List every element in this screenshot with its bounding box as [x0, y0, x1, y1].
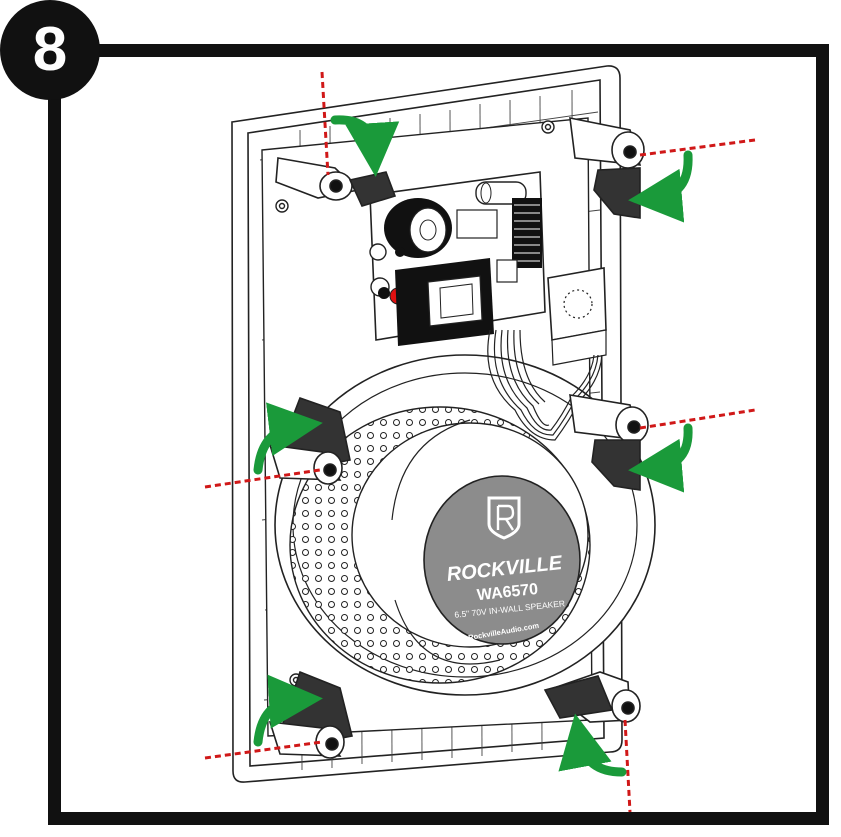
- rotation-axis-lines: [204, 71, 756, 813]
- mounting-clamp-top-left: [275, 157, 397, 207]
- ribbon-cable: [487, 329, 603, 441]
- diagram-frame: [48, 44, 829, 825]
- step-number: 8: [32, 15, 68, 84]
- connector-strip: [512, 198, 542, 268]
- rotate-arrow-icon: [253, 115, 693, 777]
- step-number-badge: 8: [0, 0, 100, 100]
- rockville-logo-icon: [487, 496, 521, 540]
- woofer-assembly: [274, 354, 656, 696]
- mounting-clamp-mid-right: [569, 394, 649, 491]
- woofer-cone: [423, 475, 581, 645]
- tweeter-module: [547, 267, 607, 366]
- crossover-board: [369, 171, 546, 346]
- model-label: WA6570: [476, 581, 539, 604]
